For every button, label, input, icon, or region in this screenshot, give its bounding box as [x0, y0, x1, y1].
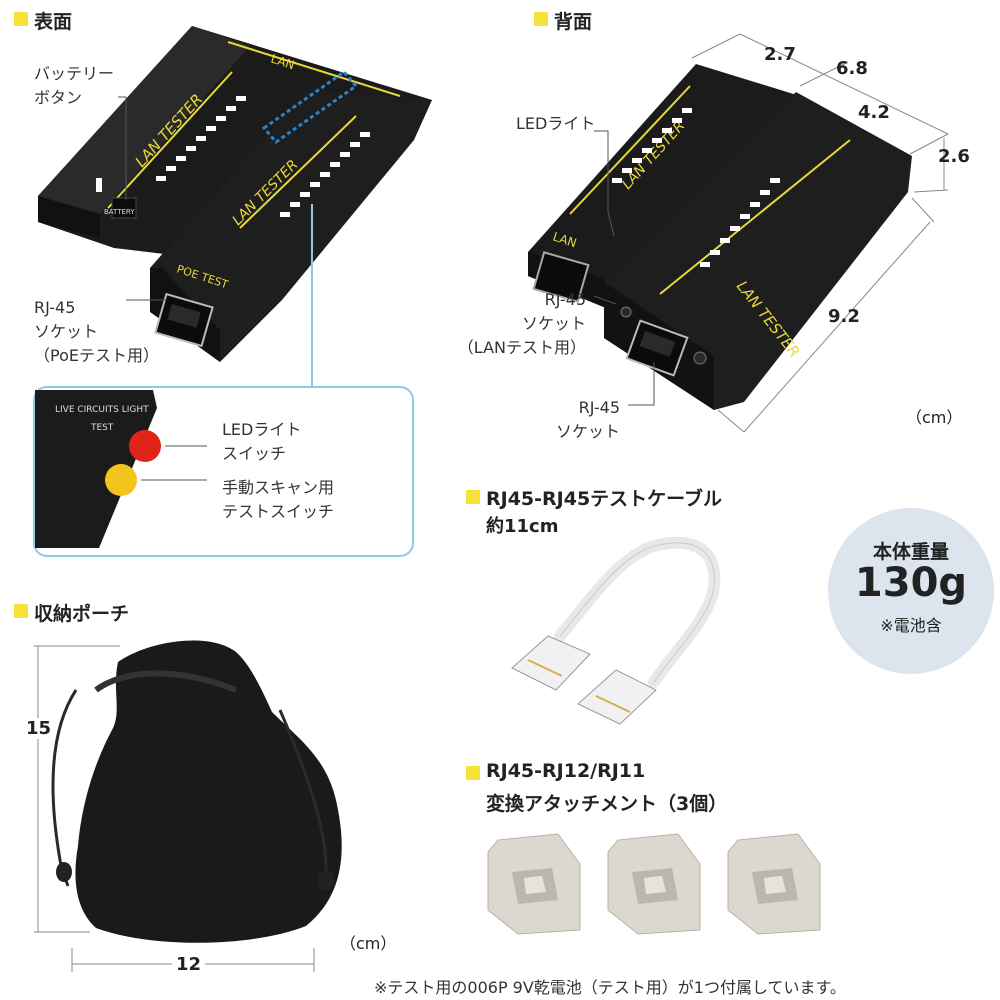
pouch-width: 12 — [172, 954, 206, 975]
section-marker — [466, 766, 480, 780]
label-line: 手動スキャン用 — [222, 478, 335, 497]
section-attachment-title-1: RJ45-RJ12/RJ11 — [486, 760, 646, 782]
section-marker — [534, 12, 548, 26]
section-front-title: 表面 — [34, 11, 73, 33]
section-cable-title: RJ45-RJ45テストケーブル — [486, 488, 723, 510]
svg-text:TEST: TEST — [90, 423, 114, 433]
label-battery-button: バッテリー ボタン — [34, 62, 114, 110]
section-attachment-title-2: 変換アタッチメント（3個） — [486, 793, 728, 815]
cable-length: 約11cm — [486, 516, 559, 537]
section-back-title: 背面 — [554, 11, 593, 33]
dimension-unit-pouch: （cm） — [340, 934, 397, 953]
dimension-unit-back: （cm） — [906, 408, 963, 427]
led-switch-button-red — [129, 430, 161, 462]
inset-device-closeup: LIVE CIRCUITS LIGHT TEST — [35, 390, 207, 548]
rj12-attachments — [487, 833, 821, 935]
front-tester-main-unit: LAN LAN TESTER BATTERY — [38, 26, 432, 266]
test-cable — [511, 536, 721, 725]
pouch-height: 15 — [26, 718, 52, 739]
label-line: ソケット — [521, 314, 586, 333]
label-line: ソケット — [555, 422, 620, 441]
footnote: ※テスト用の006P 9V乾電池（テスト用）が1つ付属しています。 — [374, 978, 846, 997]
back-tester-units: LAN LAN TESTER LAN TESTER — [528, 64, 912, 410]
scan-switch-button-yellow — [105, 464, 137, 496]
label-leader-lines — [118, 96, 655, 406]
section-marker — [14, 12, 28, 26]
svg-text:LIVE CIRCUITS LIGHT: LIVE CIRCUITS LIGHT — [55, 405, 149, 415]
label-line: RJ-45 — [578, 398, 620, 417]
zoom-inset: LIVE CIRCUITS LIGHT TEST — [33, 386, 414, 557]
section-marker — [466, 490, 480, 504]
label-line: （PoEテスト用） — [34, 346, 159, 365]
weight-note: ※電池含 — [880, 616, 942, 635]
label-led-light: LEDライト — [516, 114, 596, 133]
label-led-switch: LEDライト スイッチ — [222, 418, 301, 466]
section-pouch-title: 収納ポーチ — [34, 603, 130, 625]
dimension-4-2: 4.2 — [858, 102, 890, 123]
label-line: テストスイッチ — [222, 502, 335, 521]
storage-pouch — [51, 640, 342, 943]
back-dimension-lines — [691, 33, 949, 433]
label-line: ソケット — [34, 322, 99, 341]
label-line: LEDライト — [222, 420, 302, 439]
label-line: スイッチ — [222, 444, 287, 463]
dimension-9-2: 9.2 — [828, 306, 860, 327]
label-rj45: RJ-45 ソケット — [546, 396, 620, 444]
weight-value: 130g — [854, 560, 968, 606]
label-line: ボタン — [34, 88, 83, 107]
dimension-6-8: 6.8 — [836, 58, 868, 79]
label-line: （LANテスト用） — [457, 338, 586, 357]
label-line: RJ-45 — [34, 298, 76, 317]
label-manual-scan: 手動スキャン用 テストスイッチ — [222, 476, 334, 524]
dimension-2-7: 2.7 — [764, 44, 796, 65]
weight-badge: 本体重量 130g ※電池含 — [828, 508, 994, 674]
label-rj45-lan: RJ-45 ソケット （LANテスト用） — [446, 288, 586, 360]
label-rj45-poe: RJ-45 ソケット （PoEテスト用） — [34, 296, 159, 368]
label-line: バッテリー — [34, 64, 115, 83]
label-line: RJ-45 — [544, 290, 586, 309]
svg-text:BATTERY: BATTERY — [104, 208, 135, 216]
weight-title: 本体重量 — [872, 541, 949, 563]
section-marker — [14, 604, 28, 618]
front-tester-remote-unit: LAN TESTER POE TEST — [150, 69, 432, 362]
dimension-2-6: 2.6 — [938, 146, 970, 167]
